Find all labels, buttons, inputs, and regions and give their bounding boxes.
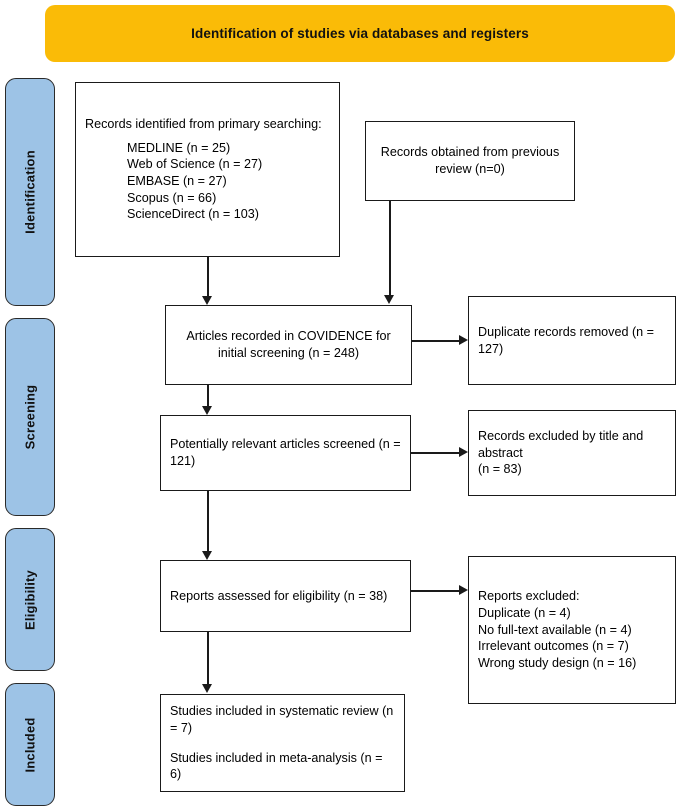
- phase-label-screening: Screening: [22, 384, 38, 450]
- box-previous-review: Records obtained from previous review (n…: [365, 121, 575, 201]
- connector-previous-review-to-covidence: [389, 201, 391, 296]
- reason-irrelevant-outcomes: Irrelevant outcomes (n = 7): [478, 639, 629, 654]
- connector-eligibility-to-included: [207, 632, 209, 685]
- reason-wrong-study-design: Wrong study design (n = 16): [478, 656, 637, 671]
- arrow-down-icon-previous-review-to-covidence: [384, 295, 394, 304]
- arrow-down-icon-covidence-to-screened: [202, 406, 212, 415]
- arrow-right-icon-covidence-to-duplicates: [459, 335, 468, 345]
- included-systematic-review-text: Studies included in systematic review (n…: [170, 704, 394, 735]
- box-records-identified: Records identified from primary searchin…: [75, 82, 340, 257]
- box-reports-assessed-eligibility: Reports assessed for eligibility (n = 38…: [160, 560, 411, 632]
- phase-label-included: Included: [22, 716, 38, 773]
- connector-covidence-to-duplicates: [412, 340, 460, 342]
- connector-screened-to-eligibility: [207, 491, 209, 552]
- arrow-right-icon-screened-to-excluded: [459, 447, 468, 457]
- header-banner: Identification of studies via databases …: [45, 5, 675, 62]
- articles-screened-text: Potentially relevant articles screened (…: [170, 437, 401, 468]
- records-identified-source-list: MEDLINE (n = 25) Web of Science (n = 27)…: [85, 140, 330, 224]
- connector-covidence-to-screened: [207, 385, 209, 407]
- box-studies-included: Studies included in systematic review (n…: [160, 694, 405, 792]
- phase-bar-eligibility: Eligibility: [5, 528, 55, 671]
- box-covidence: Articles recorded in COVIDENCE for initi…: [165, 305, 412, 385]
- excluded-title-abstract-reason: Records excluded by title and abstract: [478, 428, 644, 460]
- previous-review-text: Records obtained from previous review (n…: [380, 145, 560, 176]
- arrow-down-icon-identified-to-covidence: [202, 296, 212, 305]
- reason-no-full-text: No full-text available (n = 4): [478, 622, 632, 637]
- phase-label-identification: Identification: [22, 150, 38, 234]
- arrow-right-icon-eligibility-to-reports-excluded: [459, 585, 468, 595]
- arrow-down-icon-eligibility-to-included: [202, 684, 212, 693]
- included-meta-analysis-text: Studies included in meta-analysis (n = 6…: [170, 750, 383, 782]
- source-embase: EMBASE (n = 27): [127, 174, 227, 188]
- covidence-text: Articles recorded in COVIDENCE for initi…: [186, 329, 391, 360]
- records-identified-heading: Records identified from primary searchin…: [85, 116, 322, 131]
- source-medline: MEDLINE (n = 25): [127, 140, 231, 155]
- reports-assessed-text: Reports assessed for eligibility (n = 38…: [170, 588, 388, 603]
- phase-bar-identification: Identification: [5, 78, 55, 306]
- source-scopus: Scopus (n = 66): [127, 190, 217, 205]
- excluded-title-abstract-count: (n = 83): [478, 462, 522, 477]
- connector-screened-to-excluded: [411, 452, 460, 454]
- connector-eligibility-to-reports-excluded: [411, 590, 460, 592]
- source-web-of-science: Web of Science (n = 27): [127, 157, 263, 172]
- duplicates-removed-text: Duplicate records removed (n = 127): [478, 324, 655, 356]
- box-duplicates-removed: Duplicate records removed (n = 127): [468, 296, 676, 385]
- arrow-down-icon-screened-to-eligibility: [202, 551, 212, 560]
- box-excluded-title-abstract: Records excluded by title and abstract (…: [468, 410, 676, 496]
- reason-duplicate: Duplicate (n = 4): [478, 605, 571, 620]
- phase-bar-included: Included: [5, 683, 55, 806]
- phase-label-eligibility: Eligibility: [22, 569, 38, 630]
- reports-excluded-heading: Reports excluded:: [478, 589, 580, 604]
- phase-bar-screening: Screening: [5, 318, 55, 516]
- page-title: Identification of studies via databases …: [191, 26, 529, 41]
- box-reports-excluded: Reports excluded: Duplicate (n = 4) No f…: [468, 556, 676, 704]
- box-articles-screened: Potentially relevant articles screened (…: [160, 415, 411, 491]
- connector-identified-to-covidence: [207, 257, 209, 297]
- source-sciencedirect: ScienceDirect (n = 103): [127, 207, 259, 222]
